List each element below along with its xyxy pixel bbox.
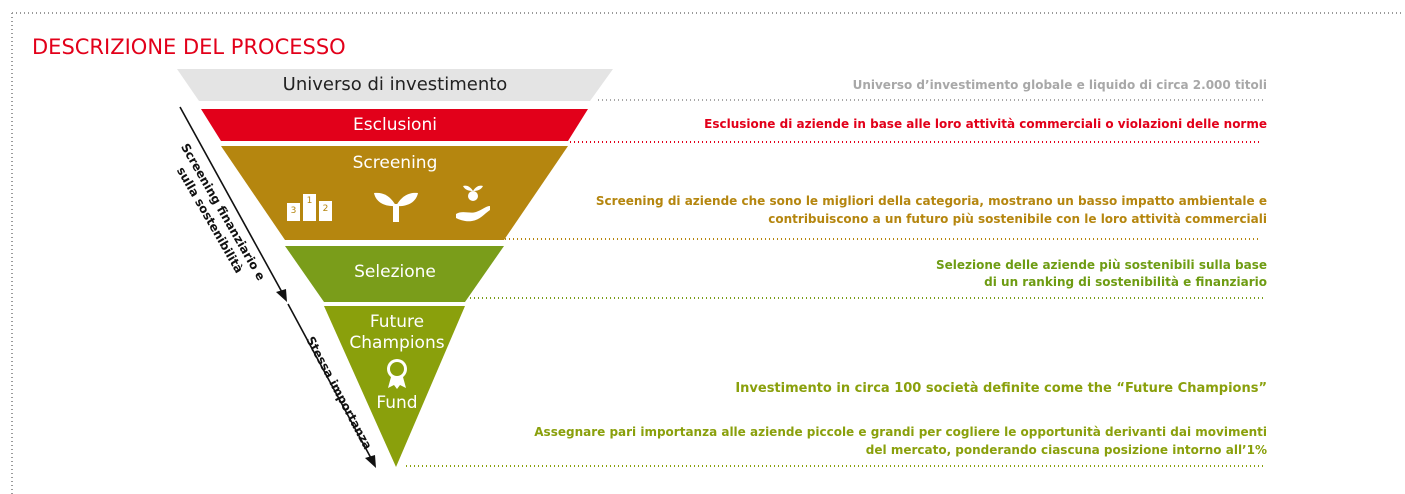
stage-label-fund-line3: Fund: [376, 393, 418, 413]
funnel-stage-esclusioni: [201, 109, 588, 141]
desc-fund-line2: del mercato, ponderando ciascuna posizio…: [865, 443, 1267, 457]
desc-screening-line1: Screening di aziende che sono le miglior…: [595, 194, 1267, 208]
stage-label-fund-line1: Future: [369, 312, 425, 332]
stage-label-screening: Screening: [352, 153, 438, 173]
page-title: DESCRIZIONE DEL PROCESSO: [32, 35, 346, 59]
arrow-stessa: [287, 303, 376, 468]
desc-fund-main: Investimento in circa 100 società defini…: [735, 381, 1267, 396]
desc-selezione-line1: Selezione delle aziende più sostenibili …: [935, 258, 1267, 272]
podium-number-3: 3: [290, 206, 297, 216]
stage-label-universo: Universo di investimento: [282, 74, 508, 95]
stage-label-esclusioni: Esclusioni: [353, 115, 437, 135]
funnel-stage-universo: [177, 69, 613, 101]
medal-icon: [387, 359, 407, 389]
podium-icon: [287, 194, 332, 221]
arrow-screening: [179, 106, 287, 302]
podium-number-2: 2: [322, 204, 329, 214]
funnel-stage-fund: [324, 306, 465, 467]
desc-screening-line2: contribuiscono a un futuro più sostenibi…: [768, 212, 1267, 226]
stage-label-selezione: Selezione: [354, 262, 436, 282]
podium-number-1: 1: [306, 196, 313, 206]
hand-plant-icon: [456, 185, 490, 222]
sprout-icon: [374, 192, 418, 222]
funnel-stage-selezione: [285, 246, 504, 302]
desc-esclusioni: Esclusione di aziende in base alle loro …: [704, 117, 1267, 131]
desc-fund-line1: Assegnare pari importanza alle aziende p…: [534, 425, 1267, 439]
stage-label-fund-line2: Champions: [349, 333, 445, 353]
desc-selezione-line2: di un ranking di sostenibilità e finanzi…: [984, 275, 1267, 289]
desc-universo: Universo d’investimento globale e liquid…: [852, 78, 1267, 92]
